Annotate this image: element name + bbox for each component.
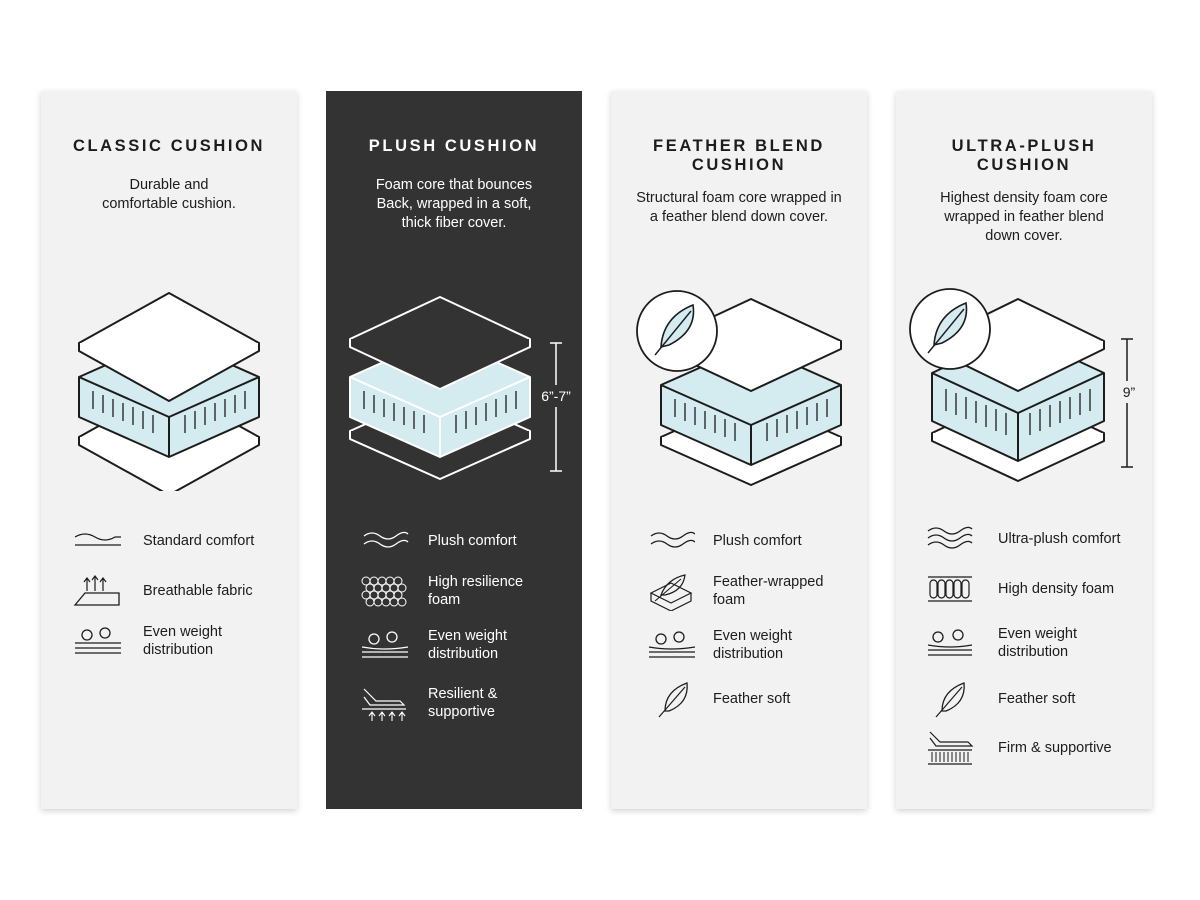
cushion-layers-illustration <box>78 292 260 491</box>
feature-label: Plush comfort <box>713 533 802 549</box>
feature-label: High density foam <box>998 581 1115 597</box>
feature-item: High resilience foam <box>326 571 582 611</box>
feature-label: Even weight distribution <box>713 628 792 662</box>
feature-label: Even weight distribution <box>428 628 507 662</box>
feature-label: Feather soft <box>713 691 791 707</box>
height-dimension-label: 9” <box>1123 384 1136 400</box>
resilient-support-icon <box>362 688 406 721</box>
card-plush-cushion: PLUSH CUSHION Foam core that bounces Bac… <box>326 91 582 809</box>
double-wave-icon <box>650 531 695 548</box>
feature-label: Ultra-plush comfort <box>998 531 1121 547</box>
double-wave-icon <box>363 531 409 548</box>
card-description: Structural foam core wrapped in a feathe… <box>636 190 842 225</box>
feature-label: Standard comfort <box>143 533 255 549</box>
wave-icon <box>74 533 121 546</box>
feature-item: Firm & supportive <box>896 728 1152 768</box>
cushion-layers-illustration: 9” <box>909 288 1140 482</box>
feature-item: Standard comfort <box>41 521 297 561</box>
card-description: Highest density foam core wrapped in fea… <box>940 190 1108 244</box>
height-dimension-label: 6”-7” <box>541 388 571 404</box>
feature-item: Feather soft <box>896 679 1152 719</box>
feature-item: Plush comfort <box>611 521 867 561</box>
cushion-layers-illustration <box>636 290 842 486</box>
card-description: Foam core that bounces Back, wrapped in … <box>375 177 533 231</box>
feature-item: Even weight distribution <box>896 623 1152 663</box>
firm-support-icon <box>928 731 974 765</box>
feature-label: Plush comfort <box>428 533 517 549</box>
weight-distribution-icon <box>927 629 973 656</box>
feature-label: Breathable fabric <box>143 583 253 599</box>
feature-label: High resilience foam <box>428 574 524 608</box>
feather-wrapped-foam-icon <box>649 574 693 611</box>
feature-item: Ultra-plush comfort <box>896 519 1152 559</box>
cushion-layers-illustration: 6”-7” <box>349 296 578 480</box>
feather-icon <box>935 682 965 718</box>
feature-label: Even weight distribution <box>143 624 222 658</box>
feature-label: Firm & supportive <box>998 740 1112 756</box>
feature-label: Feather-wrapped foam <box>713 574 824 608</box>
weight-distribution-icon <box>75 627 121 654</box>
feature-item: Even weight distribution <box>326 625 582 665</box>
card-feather-blend-cushion: FEATHER BLEND CUSHION Structural foam co… <box>611 91 867 809</box>
breathable-fabric-icon <box>73 575 120 606</box>
feature-item: Resilient & supportive <box>326 683 582 723</box>
card-title: PLUSH CUSHION <box>368 137 540 155</box>
feature-item: Even weight distribution <box>41 621 297 661</box>
feature-label: Even weight distribution <box>998 626 1077 660</box>
feature-item: Breathable fabric <box>41 571 297 611</box>
feature-item: Feather-wrapped foam <box>611 571 867 611</box>
card-title: ULTRA-PLUSH CUSHION <box>951 137 1097 174</box>
triple-wave-icon <box>927 526 973 549</box>
feature-label: Feather soft <box>998 691 1076 707</box>
feather-badge <box>636 290 718 372</box>
feature-item: Even weight distribution <box>611 625 867 665</box>
feather-icon <box>658 682 688 718</box>
weight-distribution-icon <box>648 631 695 658</box>
feature-item: High density foam <box>896 569 1152 609</box>
card-ultra-plush-cushion: ULTRA-PLUSH CUSHION Highest density foam… <box>896 91 1152 809</box>
honeycomb-foam-icon <box>361 576 407 607</box>
feature-label: Resilient & supportive <box>428 686 498 720</box>
card-description: Durable and comfortable cushion. <box>102 177 236 212</box>
card-title: FEATHER BLEND CUSHION <box>653 137 825 174</box>
feature-item: Feather soft <box>611 679 867 719</box>
card-classic-cushion: CLASSIC CUSHION Durable and comfortable … <box>41 91 297 809</box>
weight-distribution-icon <box>361 631 409 658</box>
feature-item: Plush comfort <box>326 521 582 561</box>
feather-badge <box>909 288 991 370</box>
card-title: CLASSIC CUSHION <box>72 137 266 155</box>
high-density-foam-icon <box>928 576 972 602</box>
